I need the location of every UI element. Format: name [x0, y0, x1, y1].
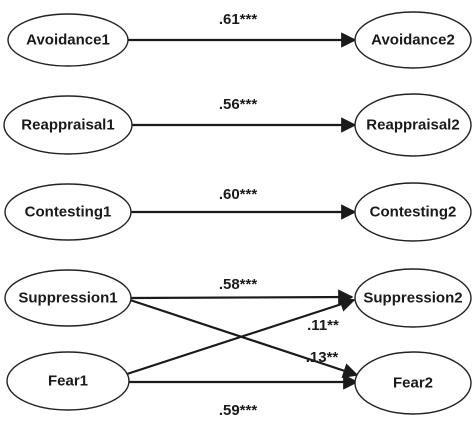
node-avoidance2: Avoidance2	[354, 11, 472, 69]
node-avoidance1: Avoidance1	[7, 13, 129, 67]
node-label-reappraisal1: Reappraisal1	[21, 117, 114, 134]
edge-suppression	[129, 289, 354, 305]
edge-label-reappraisal: .56***	[219, 96, 258, 113]
edge-label-contesting: .60***	[219, 186, 258, 203]
edge-label-fear1-to-suppression2: .11**	[307, 317, 339, 334]
node-label-reappraisal2: Reappraisal2	[366, 117, 459, 134]
node-label-avoidance1: Avoidance1	[26, 32, 110, 49]
node-fear1: Fear1	[6, 351, 130, 411]
edge-label-suppression: .58***	[219, 276, 258, 293]
edge-labels: .61*** .56*** .60*** .58*** .11** .13** …	[219, 11, 339, 419]
node-label-suppression2: Suppression2	[363, 290, 462, 307]
node-label-contesting1: Contesting1	[25, 204, 112, 221]
edge-label-fear: .59***	[219, 402, 258, 419]
node-label-contesting2: Contesting2	[370, 204, 457, 221]
node-label-fear1: Fear1	[48, 373, 88, 390]
edges	[126, 32, 359, 390]
edge-label-suppression1-to-fear2: .13**	[306, 349, 339, 366]
edge-suppression1-to-fear2	[129, 298, 359, 378]
node-label-fear2: Fear2	[393, 375, 433, 392]
node-reappraisal2: Reappraisal2	[354, 93, 472, 157]
node-suppression2: Suppression2	[354, 268, 472, 328]
node-fear2: Fear2	[354, 351, 472, 415]
node-contesting2: Contesting2	[354, 182, 472, 242]
node-suppression1: Suppression1	[4, 269, 132, 327]
edge-label-avoidance: .61***	[219, 11, 258, 28]
node-label-suppression1: Suppression1	[18, 290, 117, 307]
node-reappraisal1: Reappraisal1	[3, 95, 133, 155]
node-label-avoidance2: Avoidance2	[371, 32, 455, 49]
node-contesting1: Contesting1	[4, 183, 132, 241]
